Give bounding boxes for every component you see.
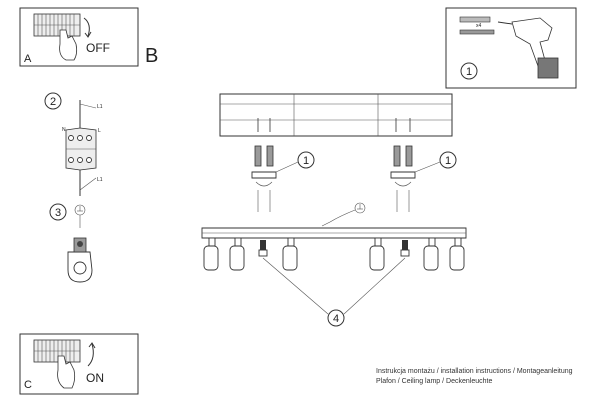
ceiling-slab <box>219 93 453 137</box>
screw-right <box>400 240 410 257</box>
hand-icon <box>59 29 78 61</box>
step-1-number: 1 <box>466 66 472 78</box>
on-label: ON <box>86 371 104 385</box>
arrow-down-icon <box>83 17 90 37</box>
quantity-label: x4 <box>476 23 482 29</box>
off-label: OFF <box>86 41 110 55</box>
panel-c-frame <box>19 333 139 395</box>
callout-4 <box>327 309 345 327</box>
spot-4 <box>369 237 385 271</box>
lamp-fixture <box>201 227 467 271</box>
callout-1-left <box>297 151 315 169</box>
step-1-badge <box>460 62 478 80</box>
spot-2 <box>229 237 245 271</box>
terminal-block-icon <box>65 100 97 196</box>
caption-line-2: Plafon / Ceiling lamp / Deckenleuchte <box>376 378 493 385</box>
callout-1-right-number: 1 <box>445 155 451 167</box>
breaker-box-on-icon <box>33 339 81 363</box>
spot-5 <box>423 237 439 271</box>
mounting-bracket-right <box>390 145 416 212</box>
ground-terminal-icon <box>67 237 93 283</box>
step-3-badge <box>49 203 67 221</box>
ground-section: 3 <box>49 203 93 283</box>
screw-anchor-icon <box>459 16 495 35</box>
spot-3 <box>282 237 298 271</box>
callout-4-number: 4 <box>333 313 339 325</box>
ground-symbol-icon <box>74 204 86 228</box>
wire-l1-top-label: L1 <box>97 104 103 110</box>
panel-b-letter: B <box>145 45 158 67</box>
mounting-bracket-left <box>251 145 277 212</box>
wiring-section: 2 N L L1 L1 <box>44 92 103 196</box>
step-2-badge <box>44 92 62 110</box>
wire-n-label: N <box>62 127 66 133</box>
panel-c: C ON <box>19 333 139 395</box>
panel-a-frame <box>19 7 139 67</box>
panel-a-letter: A <box>24 53 32 65</box>
callout-1-left-number: 1 <box>303 155 309 167</box>
step-3-number: 3 <box>55 207 61 219</box>
spot-1 <box>203 237 219 271</box>
hand-icon <box>57 355 76 389</box>
tools-frame <box>445 7 577 89</box>
wire-l-label: L <box>98 128 101 134</box>
caption-line-1: Instrukcja montażu / installation instru… <box>376 368 573 375</box>
screw-left <box>258 240 268 257</box>
callout-1-right <box>439 151 457 169</box>
ceiling <box>219 93 453 137</box>
step-2-number: 2 <box>50 96 56 108</box>
drill-icon <box>497 17 559 79</box>
ground-symbol-icon <box>321 202 366 227</box>
panel-a: A OFF <box>19 7 139 67</box>
wire-l1-bottom-label: L1 <box>97 177 103 183</box>
panel-c-letter: C <box>24 379 32 391</box>
tools-panel: x4 1 <box>445 7 577 89</box>
spot-6 <box>449 237 465 271</box>
breaker-box-off-icon <box>33 13 81 37</box>
arrow-up-icon <box>87 343 94 367</box>
